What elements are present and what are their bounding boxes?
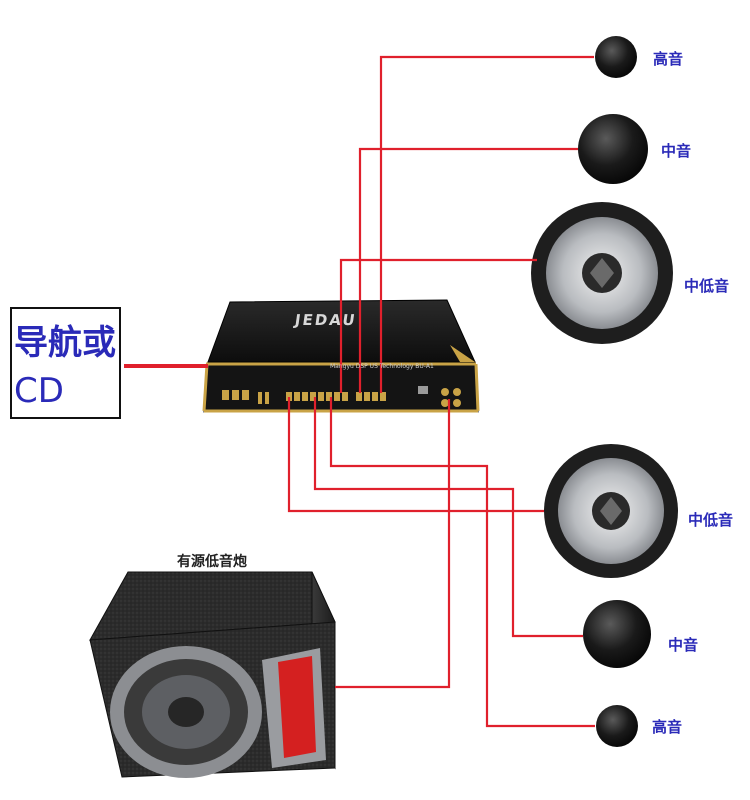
wire-midrange-top [358, 147, 578, 393]
wire-midrange-bottom [313, 397, 583, 638]
source-box: 导航或 CD [10, 307, 121, 419]
subwoofer-label: 有源低音炮 [177, 554, 247, 570]
wire-subwoofer [335, 399, 451, 689]
amplifier [202, 299, 480, 413]
amplifier-brand: JEDAU [293, 311, 358, 329]
speaker-label-tweeter-bottom: 高音 [652, 718, 683, 736]
speaker-label-midrange-bottom: 中音 [668, 636, 699, 654]
speaker-midbass-bottom [544, 444, 678, 578]
speaker-label-midbass-top: 中低音 [684, 277, 730, 295]
wire-tweeter-top [379, 55, 594, 393]
speaker-label-midrange-top: 中音 [661, 142, 692, 160]
speaker-label-tweeter-top: 高音 [653, 50, 684, 68]
speaker-midbass-top [531, 202, 673, 344]
source-label-line2: CD [14, 371, 64, 411]
amplifier-subtitle: Mangyu DSP US Technology BU-A1 [330, 363, 434, 370]
wire-midbass-bottom [287, 397, 544, 513]
speaker-midrange-bottom [583, 600, 651, 668]
wire-midbass-top [339, 258, 537, 393]
speaker-label-midbass-bottom: 中低音 [688, 511, 734, 529]
wiring [124, 55, 595, 728]
wire-tweeter-bottom [329, 397, 595, 728]
amplifier-terminals [222, 386, 461, 407]
speaker-midrange-top [578, 114, 648, 184]
speaker-tweeter-bottom [596, 705, 638, 747]
subwoofer [89, 571, 336, 778]
source-label-line1: 导航或 [14, 323, 116, 363]
speaker-tweeter-top [595, 36, 637, 78]
